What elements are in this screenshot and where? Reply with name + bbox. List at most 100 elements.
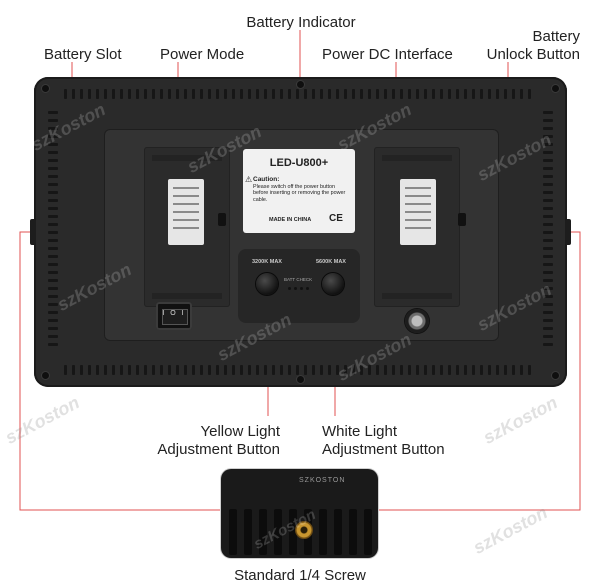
heat-sink-fin — [144, 365, 147, 375]
heat-sink-fins-bottom — [64, 365, 531, 375]
heat-sink-fin — [543, 223, 553, 226]
watermark: szKoston — [27, 99, 109, 155]
heat-sink-fin — [48, 287, 58, 290]
battery-spec-sticker — [400, 179, 436, 245]
heat-sink-fin — [543, 247, 553, 250]
heat-sink-fin — [543, 119, 553, 122]
heat-sink-fin — [328, 89, 331, 99]
heat-sink-fin — [88, 365, 91, 375]
corner-screw — [552, 85, 559, 92]
heat-sink-fin — [48, 303, 58, 306]
heat-sink-fin — [272, 89, 275, 99]
heat-sink-fin — [543, 319, 553, 322]
heat-sink-fin — [48, 279, 58, 282]
heat-sink-fin — [248, 89, 251, 99]
heat-sink-fin — [264, 89, 267, 99]
white-light-knob[interactable] — [322, 273, 344, 295]
heat-sink-fin — [240, 365, 243, 375]
batt-check-label: BATT CHECK — [284, 277, 313, 282]
heat-sink-fin — [48, 191, 58, 194]
battery-indicator-led — [300, 287, 303, 290]
heat-sink-fin — [48, 119, 58, 122]
battery-indicator-led — [288, 287, 291, 290]
heat-sink-fin — [336, 365, 339, 375]
corner-screw — [552, 372, 559, 379]
heat-sink-fin — [448, 365, 451, 375]
heat-sink-fin — [384, 89, 387, 99]
heat-sink-fin — [432, 89, 435, 99]
heat-sink-fin — [48, 327, 58, 330]
heat-sink-fin — [472, 89, 475, 99]
heat-sink-fin — [424, 365, 427, 375]
heat-sink-fin — [384, 365, 387, 375]
power-dc-jack[interactable] — [405, 309, 429, 333]
heat-sink-fin — [400, 89, 403, 99]
label-white-light-line2: Adjustment Button — [322, 441, 445, 458]
heat-sink-fin — [48, 319, 58, 322]
slot-rail — [382, 293, 452, 299]
heat-sink-fin — [48, 231, 58, 234]
corner-screw — [42, 85, 49, 92]
quarter-inch-screw-hole — [295, 521, 313, 539]
heat-sink-fin — [184, 89, 187, 99]
heat-sink-fin — [480, 365, 483, 375]
heat-sink-fin — [543, 335, 553, 338]
slot-rail — [152, 155, 222, 161]
heat-sink-fin — [352, 365, 355, 375]
power-mode-switch[interactable]: I O I — [156, 302, 192, 330]
battery-indicator-led — [294, 287, 297, 290]
battery-latch-left[interactable] — [218, 213, 226, 226]
inset-brand: SZKOSTON — [299, 477, 346, 484]
watermark: szKoston — [1, 392, 83, 448]
heat-sink-fin — [320, 365, 323, 375]
heat-sink-fin — [48, 343, 58, 346]
heat-sink-fin — [543, 159, 553, 162]
back-plate: LED-U800+ ⚠ Caution: Please switch off t… — [104, 129, 499, 341]
heat-sink-fin — [48, 255, 58, 258]
heat-sink-fin — [280, 365, 283, 375]
switch-glyph: I O I — [162, 310, 186, 317]
heat-sink-fin — [296, 89, 299, 99]
heat-sink-fin — [464, 89, 467, 99]
heat-sink-fin — [144, 89, 147, 99]
yellow-light-knob[interactable] — [256, 273, 278, 295]
heat-sink-fin — [543, 327, 553, 330]
heat-sink-fins-right — [543, 111, 553, 346]
heat-sink-fin — [232, 365, 235, 375]
heat-sink-fin — [64, 89, 67, 99]
heat-sink-fin — [128, 365, 131, 375]
heat-sink-fin — [48, 199, 58, 202]
side-mount-knob-right — [565, 219, 571, 245]
heat-sink-fin — [248, 365, 251, 375]
battery-unlock-button[interactable] — [458, 213, 466, 226]
heat-sink-fin — [543, 303, 553, 306]
knob-left-label: 3200K MAX — [252, 259, 282, 265]
heat-sink-fin — [288, 89, 291, 99]
heat-sink-fin — [496, 365, 499, 375]
heat-sink-fin — [136, 89, 139, 99]
heat-sink-fin — [448, 89, 451, 99]
heat-sink-fin — [440, 89, 443, 99]
heat-sink-fin — [48, 239, 58, 242]
heat-sink-fin — [456, 365, 459, 375]
heat-sink-fin — [224, 365, 227, 375]
heat-sink-fin — [48, 295, 58, 298]
heat-sink-fin — [543, 279, 553, 282]
heat-sink-fin — [512, 365, 515, 375]
heat-sink-fin — [48, 135, 58, 138]
heat-sink-fin — [152, 89, 155, 99]
heat-sink-fin — [392, 89, 395, 99]
heat-sink-fin — [543, 231, 553, 234]
label-yellow-light-line2: Adjustment Button — [157, 441, 280, 458]
heat-sink-fin — [104, 89, 107, 99]
heat-sink-fin — [48, 183, 58, 186]
warning-triangle-icon: ⚠ — [245, 175, 253, 184]
label-white-light-line1: White Light — [322, 423, 398, 440]
heat-sink-fin — [80, 365, 83, 375]
heat-sink-fin — [312, 365, 315, 375]
model-name: LED-U800+ — [269, 157, 329, 169]
heat-sink-fin — [543, 191, 553, 194]
heat-sink-fins-left — [48, 111, 58, 346]
heat-sink-fin — [160, 365, 163, 375]
heat-sink-fin — [88, 89, 91, 99]
